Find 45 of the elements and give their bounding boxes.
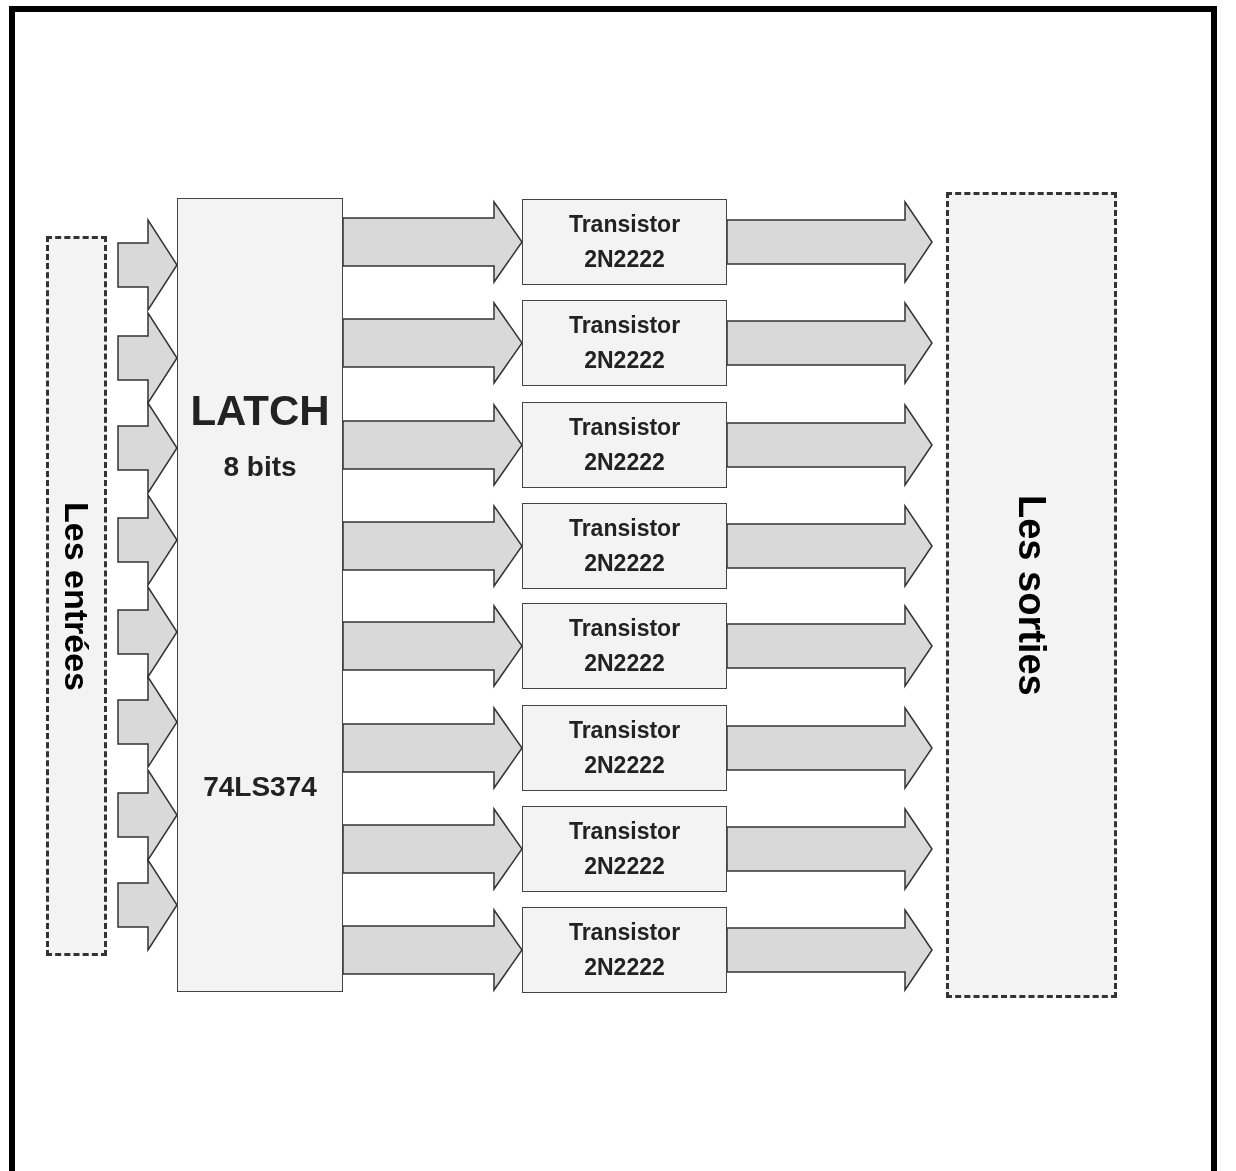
group-label: Les entrées	[57, 501, 96, 691]
group-box	[946, 192, 1117, 998]
block-arrow	[342, 199, 523, 285]
block-arrow	[726, 199, 933, 285]
transistor-label: Transistor 2N2222	[567, 817, 682, 881]
transistor-box	[522, 603, 727, 689]
group-box	[46, 236, 107, 956]
block-arrow	[726, 402, 933, 488]
transistor-label: Transistor 2N2222	[567, 614, 682, 678]
block-arrow	[117, 217, 178, 313]
transistor-box	[522, 907, 727, 993]
chip-title: LATCH	[190, 387, 330, 435]
transistor-label: Transistor 2N2222	[567, 918, 682, 982]
block-arrow	[726, 300, 933, 386]
transistor-label: Transistor 2N2222	[567, 514, 682, 578]
transistor-box	[522, 705, 727, 791]
chip-part-number: 74LS374	[203, 771, 317, 803]
transistor-box	[522, 300, 727, 386]
transistor-label: Transistor 2N2222	[567, 311, 682, 375]
transistor-box	[522, 806, 727, 892]
block-arrow	[726, 806, 933, 892]
transistor-label: Transistor 2N2222	[567, 413, 682, 477]
transistor-box	[522, 199, 727, 285]
block-arrow	[117, 857, 178, 953]
chip-subtitle: 8 bits	[223, 451, 297, 483]
latch-box	[177, 198, 343, 992]
block-arrow	[342, 402, 523, 488]
block-arrow	[342, 503, 523, 589]
block-arrow	[342, 806, 523, 892]
transistor-label: Transistor 2N2222	[567, 210, 682, 274]
block-arrow	[342, 907, 523, 993]
transistor-box	[522, 402, 727, 488]
transistor-label: Transistor 2N2222	[567, 716, 682, 780]
group-label: Les sorties	[1010, 494, 1053, 696]
block-arrow	[342, 603, 523, 689]
block-arrow	[726, 907, 933, 993]
block-arrow	[342, 300, 523, 386]
block-arrow	[117, 400, 178, 496]
block-arrow	[726, 503, 933, 589]
block-arrow	[117, 492, 178, 588]
block-arrow	[117, 674, 178, 770]
block-arrow	[342, 705, 523, 791]
block-arrow	[726, 705, 933, 791]
transistor-box	[522, 503, 727, 589]
block-arrow	[726, 603, 933, 689]
